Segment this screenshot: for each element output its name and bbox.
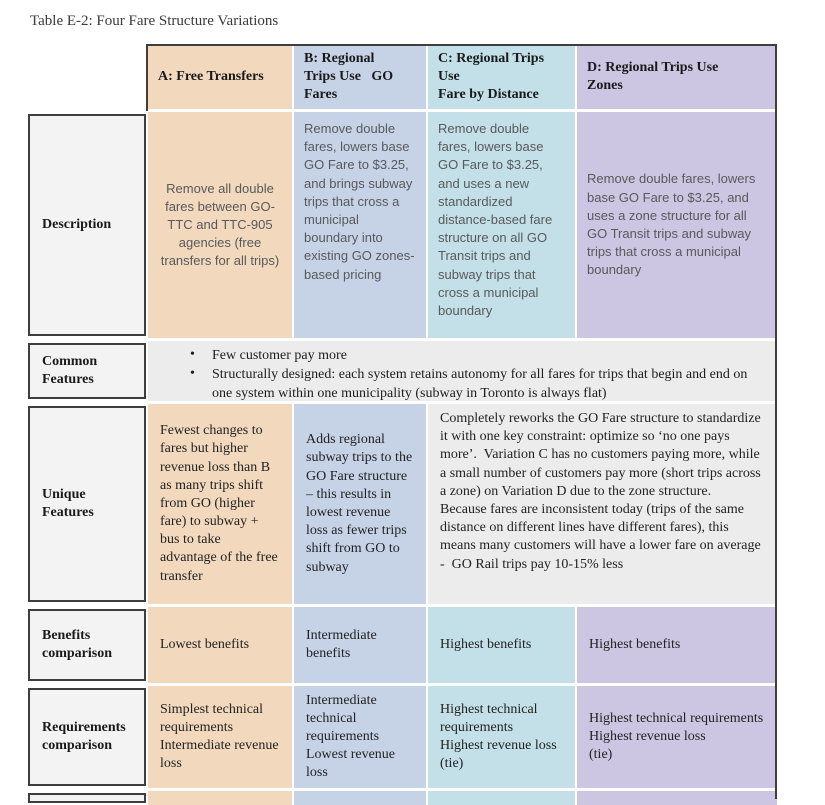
cell-unique-features-cd: Completely reworks the GO Fare structure…: [428, 404, 777, 604]
common-feature-bullet: Structurally designed: each system retai…: [188, 365, 767, 404]
header-spacer: [28, 45, 146, 109]
col-header-a: A: Free Transfers: [148, 45, 292, 109]
cell-benefits-d: Highest benefits: [577, 607, 777, 683]
row-label-unique-features: Unique Features: [28, 406, 146, 602]
table-right-rule: [775, 44, 777, 799]
common-features-list: Few customer pay more Structurally desig…: [148, 346, 777, 404]
cell-benefits-a: Lowest benefits: [148, 607, 292, 683]
cell-requirements-b: Intermediate technical requirements Lowe…: [294, 686, 426, 788]
col-header-b: B: Regional Trips Use GO Fares: [294, 45, 426, 109]
table-header-left-rule: [146, 44, 148, 111]
cell-description-b: Remove double fares, lowers base GO Fare…: [294, 112, 426, 338]
cell-benefits-c: Highest benefits: [428, 607, 575, 683]
cell-clipped-a: [148, 791, 292, 805]
row-label-common-features: Common Features: [28, 343, 146, 399]
cell-clipped-c: [428, 791, 575, 805]
cell-description-d: Remove double fares, lowers base GO Fare…: [577, 112, 777, 338]
col-header-c: C: Regional Trips Use Fare by Distance: [428, 45, 575, 109]
row-label-requirements: Requirements comparison: [28, 688, 146, 786]
row-label-benefits: Benefits comparison: [28, 609, 146, 681]
cell-description-c: Remove double fares, lowers base GO Fare…: [428, 112, 575, 338]
cell-requirements-c: Highest technical requirements Highest r…: [428, 686, 575, 788]
cell-common-features: Few customer pay more Structurally desig…: [148, 341, 777, 401]
cell-description-a: Remove all double fares between GO-TTC a…: [148, 112, 292, 338]
cell-requirements-a: Simplest technical requirements Intermed…: [148, 686, 292, 788]
table-top-rule: [146, 44, 777, 46]
row-label-description: Description: [28, 114, 146, 336]
cell-unique-features-b: Adds regional subway trips to the GO Far…: [294, 404, 426, 604]
col-header-d: D: Regional Trips Use Zones: [577, 45, 777, 109]
cell-unique-features-a: Fewest changes to fares but higher reven…: [148, 404, 292, 604]
fare-structure-table: A: Free Transfers B: Regional Trips Use …: [28, 45, 777, 805]
table-title: Table E-2: Four Fare Structure Variation…: [30, 13, 279, 29]
row-label-clipped: [28, 793, 146, 803]
cell-clipped-d: [577, 791, 777, 805]
common-feature-bullet: Few customer pay more: [188, 346, 767, 366]
cell-requirements-d: Highest technical requirements Highest r…: [577, 686, 777, 788]
cell-clipped-b: [294, 791, 426, 805]
cell-benefits-b: Intermediate benefits: [294, 607, 426, 683]
